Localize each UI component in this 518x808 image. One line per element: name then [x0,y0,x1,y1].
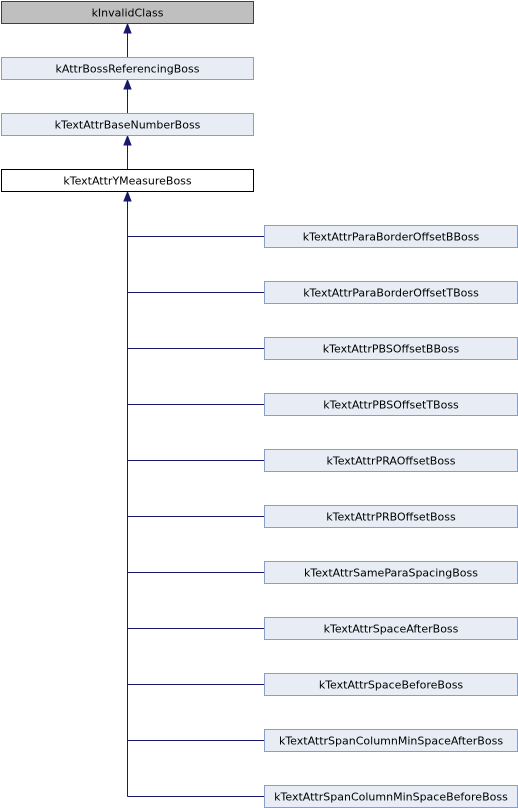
class-label: kTextAttrSameParaSpacingBoss [304,567,478,580]
derived-k-text-attr-pra-offset-boss[interactable]: kTextAttrPRAOffsetBoss [264,449,518,472]
derived-k-text-attr-span-column-min-space-after-boss[interactable]: kTextAttrSpanColumnMinSpaceAfterBoss [264,729,518,752]
class-label: kTextAttrYMeasureBoss [63,175,192,188]
derived-k-text-attr-para-border-offset-b-boss[interactable]: kTextAttrParaBorderOffsetBBoss [264,225,518,248]
derived-k-text-attr-pbs-offset-t-boss[interactable]: kTextAttrPBSOffsetTBoss [264,393,518,416]
ancestor-k-invalid-class[interactable]: kInvalidClass [1,1,254,24]
class-label: kTextAttrSpaceBeforeBoss [319,679,464,692]
inheritance-arrow [123,134,132,146]
class-label: kTextAttrSpaceAfterBoss [324,623,459,636]
class-label: kTextAttrSpanColumnMinSpaceAfterBoss [279,735,503,748]
class-label: kTextAttrSpanColumnMinSpaceBeforeBoss [274,791,508,804]
class-box [1,169,254,192]
class-box [1,57,254,80]
class-label: kTextAttrParaBorderOffsetBBoss [303,231,480,244]
class-label: kTextAttrPBSOffsetTBoss [323,399,459,412]
derived-k-text-attr-prb-offset-boss[interactable]: kTextAttrPRBOffsetBoss [264,505,518,528]
inheritance-arrow [123,22,132,34]
class-label: kInvalidClass [92,7,164,20]
class-label: kTextAttrPBSOffsetBBoss [323,343,460,356]
derived-k-text-attr-para-border-offset-t-boss[interactable]: kTextAttrParaBorderOffsetTBoss [264,281,518,304]
class-label: kAttrBossReferencingBoss [56,63,200,76]
derived-arrow [123,190,132,202]
class-box [1,113,254,136]
class-label: kTextAttrParaBorderOffsetTBoss [303,287,479,300]
class-label: kTextAttrPRAOffsetBoss [326,455,455,468]
derived-k-text-attr-pbs-offset-b-boss[interactable]: kTextAttrPBSOffsetBBoss [264,337,518,360]
class-label: kTextAttrBaseNumberBoss [55,119,201,132]
ancestor-k-attr-boss-referencing-boss[interactable]: kAttrBossReferencingBoss [1,57,254,80]
derived-k-text-attr-space-before-boss[interactable]: kTextAttrSpaceBeforeBoss [264,673,518,696]
class-label: kTextAttrPRBOffsetBoss [326,511,456,524]
ancestor-k-text-attr-base-number-boss[interactable]: kTextAttrBaseNumberBoss [1,113,254,136]
derived-k-text-attr-span-column-min-space-before-boss[interactable]: kTextAttrSpanColumnMinSpaceBeforeBoss [264,785,518,808]
inheritance-arrow [123,78,132,90]
class-box [1,1,254,24]
derived-k-text-attr-space-after-boss[interactable]: kTextAttrSpaceAfterBoss [264,617,518,640]
current-class-k-text-attr-y-measure-boss: kTextAttrYMeasureBoss [1,169,254,192]
derived-k-text-attr-same-para-spacing-boss[interactable]: kTextAttrSameParaSpacingBoss [264,561,518,584]
inheritance-edges [123,22,265,797]
